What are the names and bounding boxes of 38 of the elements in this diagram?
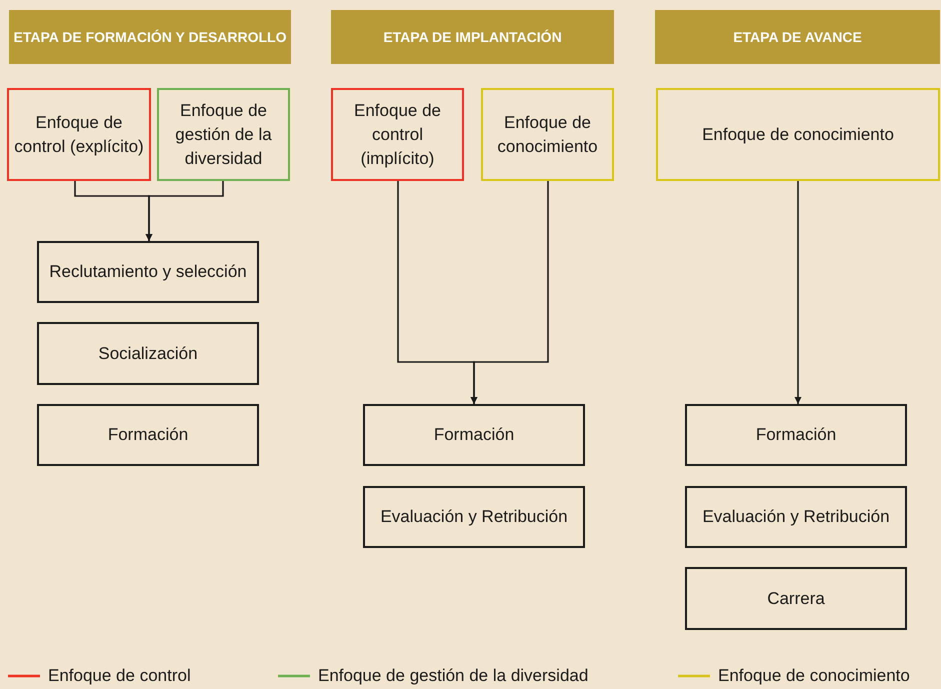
text-box (685, 567, 907, 630)
text-box (685, 486, 907, 548)
legend-label: Enfoque de gestión de la diversidad (318, 666, 588, 686)
text-box (37, 322, 259, 385)
connector-arrow (470, 181, 549, 404)
node-text: Carrera (766, 588, 826, 610)
node-text: Formación (754, 424, 838, 446)
text-box (37, 404, 259, 466)
stage-header (655, 10, 940, 64)
text-box (656, 88, 940, 181)
node-text: Reclutamiento y selección (48, 261, 248, 283)
text-box (331, 88, 464, 181)
node-text: ETAPA DE IMPLANTACIÓN (382, 28, 563, 46)
node-text: Enfoque de conocimiento (496, 112, 599, 158)
node-text: ETAPA DE FORMACIÓN Y DESARROLLO (12, 28, 288, 46)
node-text: Enfoque de gestión de la diversidad (174, 100, 273, 170)
text-box (157, 88, 290, 181)
legend-label: Enfoque de conocimiento (718, 666, 910, 686)
text-box (363, 486, 585, 548)
node-text: Evaluación y Retribución (379, 506, 569, 528)
text-box (363, 404, 585, 466)
node-text: Enfoque de control (explícito) (13, 112, 145, 158)
text-box (37, 241, 259, 303)
node-text: Evaluación y Retribución (701, 506, 891, 528)
node-text: Formación (106, 424, 190, 446)
text-box (481, 88, 614, 181)
node-text: Socialización (97, 342, 199, 364)
node-text: Formación (432, 424, 516, 446)
node-text: Enfoque de control (implícito) (353, 100, 442, 170)
connector-arrow (146, 181, 224, 241)
legend-label: Enfoque de control (48, 666, 191, 686)
stage-header (9, 10, 291, 64)
stage-header (331, 10, 614, 64)
connector-arrow (794, 181, 802, 404)
node-text: Enfoque de conocimiento (701, 124, 895, 146)
text-box (685, 404, 907, 466)
text-box (7, 88, 151, 181)
node-text: ETAPA DE AVANCE (732, 28, 863, 46)
